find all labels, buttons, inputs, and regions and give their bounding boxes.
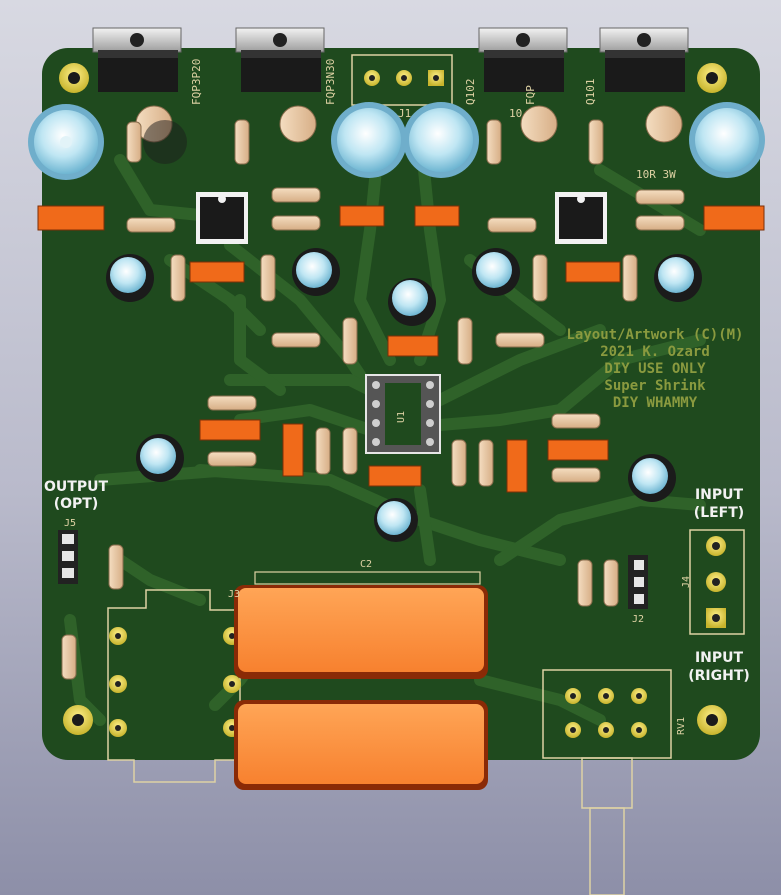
ic-socket-u1 bbox=[365, 374, 441, 454]
credit-line: DIY USE ONLY bbox=[604, 361, 706, 377]
film-capacitor-c2 bbox=[234, 571, 488, 790]
label-q3-extra: FQP bbox=[524, 85, 537, 105]
label-q4: Q101 bbox=[584, 79, 597, 106]
mounting-holes bbox=[59, 63, 727, 735]
credit-block: Layout/Artwork (C)(M) 2021 K. Ozard DIY … bbox=[566, 327, 743, 411]
transistor-q102 bbox=[478, 27, 568, 92]
input-left-label-line: INPUT bbox=[695, 487, 744, 503]
label-q1: FQP3P20 bbox=[190, 59, 203, 105]
label-q2: FQP3N30 bbox=[324, 59, 337, 105]
label-j4: J4 bbox=[681, 576, 692, 588]
label-c2: C2 bbox=[360, 559, 372, 570]
label-rv1: RV1 bbox=[676, 717, 687, 735]
label-q3: Q102 bbox=[464, 79, 477, 106]
label-j5: J5 bbox=[64, 518, 76, 529]
credit-line: 2021 K. Ozard bbox=[600, 344, 710, 360]
label-u1: U1 bbox=[396, 411, 407, 423]
input-left-label: INPUT (LEFT) bbox=[694, 487, 744, 521]
output-label-line: OUTPUT bbox=[44, 479, 108, 495]
credit-line: Super Shrink bbox=[604, 378, 706, 394]
label-r-power: 10R 3W bbox=[636, 168, 676, 181]
connector-j1 bbox=[351, 54, 453, 106]
label-j1: J1 bbox=[398, 107, 411, 120]
input-right-label-line: (RIGHT) bbox=[688, 668, 750, 684]
input-left-label-line: (LEFT) bbox=[694, 505, 744, 521]
opamp-chips bbox=[196, 192, 607, 244]
output-label-line: (OPT) bbox=[54, 496, 99, 512]
header-j5 bbox=[58, 530, 78, 584]
resistors-vertical bbox=[61, 119, 638, 680]
transistor-q-left-2 bbox=[235, 27, 325, 92]
input-right-label-line: INPUT bbox=[695, 650, 744, 666]
electrolytic-caps-small bbox=[106, 248, 702, 542]
input-right-label: INPUT (RIGHT) bbox=[688, 650, 750, 684]
credit-line: Layout/Artwork (C)(M) bbox=[566, 327, 743, 343]
input-connector-j4 bbox=[689, 529, 745, 635]
electrolytic-caps-large bbox=[28, 102, 765, 180]
output-label: OUTPUT (OPT) bbox=[44, 479, 108, 512]
label-r-power-short: 10 bbox=[509, 107, 522, 120]
transistor-q101 bbox=[599, 27, 689, 92]
potentiometer-rv1 bbox=[542, 669, 672, 895]
label-j2: J2 bbox=[632, 614, 644, 625]
transistor-q-left-1 bbox=[92, 27, 182, 92]
smd-capacitors bbox=[37, 205, 765, 493]
header-j2 bbox=[628, 555, 648, 609]
resistors-horizontal bbox=[126, 187, 685, 483]
credit-line: DIY WHAMMY bbox=[613, 395, 698, 411]
label-j3: J3 bbox=[228, 589, 240, 600]
